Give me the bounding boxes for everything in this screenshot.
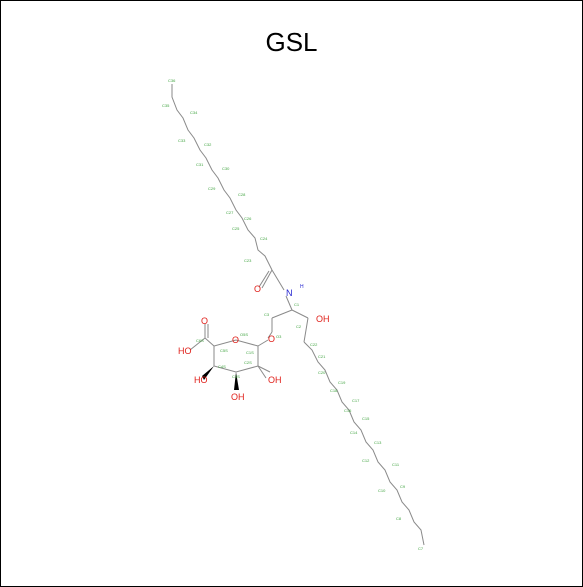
atom-id-label: C29: [208, 186, 216, 191]
carboxyl-oxygen: O: [201, 316, 208, 326]
atom-id-label: C36: [168, 78, 176, 83]
atom-id-label: O3: [276, 334, 282, 339]
atom-id-label: C16: [344, 408, 352, 413]
atom-id-label: C2S: [244, 360, 252, 365]
atom-id-label: C23: [244, 258, 252, 263]
atom-id-label: O5S: [240, 332, 248, 337]
atom-id-label: C7: [418, 546, 424, 551]
atom-id-label: C3S: [232, 374, 240, 379]
acyl-atom-labels: C36 C35 C34 C33 C32 C31 C30 C29 C28 C27 …: [162, 78, 268, 263]
atom-id-label: C34: [190, 110, 198, 115]
diagram-title: GSL: [265, 27, 318, 57]
amide-nitrogen: N: [286, 288, 293, 298]
glycosidic-oxygen: O: [268, 334, 275, 344]
sphingoid-head: [267, 309, 309, 343]
atom-id-label: C4S: [218, 364, 226, 369]
ring-oxygen: O: [232, 335, 239, 345]
atom-id-label: C33: [178, 138, 186, 143]
atom-id-label: C30: [222, 166, 230, 171]
atom-id-label: C1S: [246, 350, 254, 355]
atom-id-label: C8: [396, 516, 402, 521]
atom-id-label: C21: [318, 354, 326, 359]
acyl-chain: [171, 84, 273, 271]
atom-id-label: C32: [204, 142, 212, 147]
atom-id-label: C26: [244, 216, 252, 221]
side-hydroxyl: OH: [316, 314, 330, 324]
carboxyl-hydroxyl: HO: [178, 346, 192, 356]
atom-id-label: C2: [296, 324, 302, 329]
atom-id-label: C12: [362, 458, 370, 463]
atom-id-label: C6S: [196, 338, 204, 343]
amide-oxygen: O: [254, 284, 261, 294]
atom-id-label: C5S: [220, 348, 228, 353]
amide-group: [258, 269, 293, 311]
atom-id-label: C27: [226, 210, 234, 215]
atom-id-label: C35: [162, 103, 170, 108]
atom-id-label: C9: [400, 484, 406, 489]
atom-id-label: C11: [392, 462, 400, 467]
c2-hydroxyl: OH: [268, 375, 282, 385]
atom-id-label: C10: [378, 488, 386, 493]
atom-id-label: C17: [352, 398, 360, 403]
c3-hydroxyl: OH: [231, 392, 245, 402]
atom-id-label: C20: [318, 370, 326, 375]
atom-id-label: C3: [264, 312, 270, 317]
sugar-ring: [189, 324, 271, 390]
head-atom-labels: C1 C2 C3 O3 C1S C2S C3S C4S C5S C6S O5S: [196, 302, 302, 379]
atom-id-label: C18: [330, 388, 338, 393]
atom-id-label: C15: [362, 416, 370, 421]
atom-id-label: C22: [310, 342, 318, 347]
atom-id-label: C13: [374, 440, 382, 445]
atom-id-label: C19: [338, 380, 346, 385]
amide-hydrogen: H: [300, 284, 304, 290]
atom-id-label: C1: [294, 302, 300, 307]
atom-id-label: C24: [260, 236, 268, 241]
sphingoid-chain: [303, 341, 425, 546]
atom-id-label: C25: [232, 226, 240, 231]
atom-id-label: C31: [196, 162, 204, 167]
atom-id-label: C14: [350, 430, 358, 435]
atom-id-label: C28: [238, 192, 246, 197]
sphingoid-atom-labels: C22 C21 C20 C19 C18 C17 C16 C15 C14 C13 …: [310, 342, 424, 551]
c4-hydroxyl: HO: [194, 375, 208, 385]
